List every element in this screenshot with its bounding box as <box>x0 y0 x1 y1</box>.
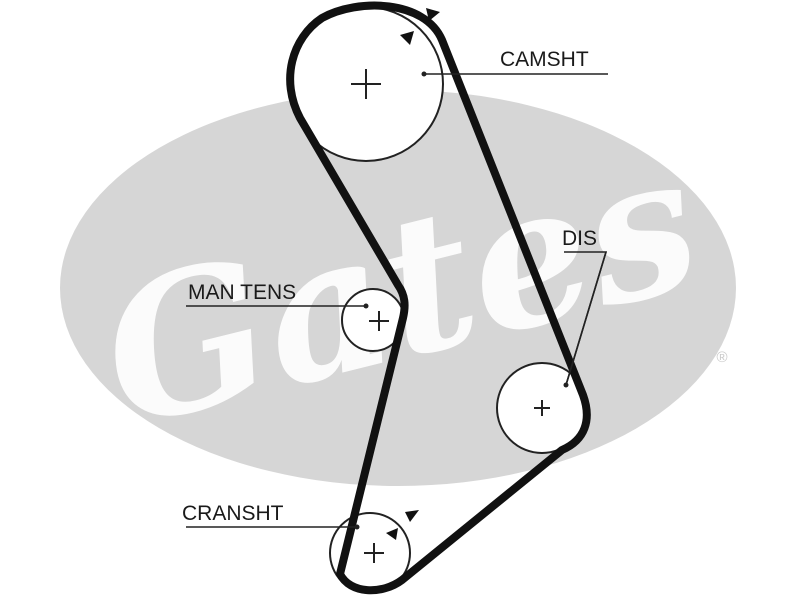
alignment-arrows <box>386 8 440 540</box>
rotation-arrow-icon <box>386 528 398 540</box>
leader-lines <box>186 73 608 528</box>
distributor-label: DIS <box>562 227 597 250</box>
distributor-leader-2 <box>565 251 607 386</box>
rotation-arrow-icon <box>400 31 414 45</box>
center-cross-icon <box>351 69 381 99</box>
rotation-arrow-icon <box>405 510 419 522</box>
tensioner-label: MAN TENS <box>188 281 296 304</box>
rotation-arrow-icon <box>426 8 440 21</box>
crankshaft-label: CRANSHT <box>182 502 284 525</box>
center-cross-icon <box>364 543 384 563</box>
center-crosses <box>351 69 550 563</box>
center-cross-icon <box>534 400 550 416</box>
registered-mark: ® <box>716 349 727 366</box>
timing-belt <box>286 1 591 595</box>
camshaft-label: CAMSHT <box>500 48 589 71</box>
center-cross-icon <box>369 311 389 331</box>
